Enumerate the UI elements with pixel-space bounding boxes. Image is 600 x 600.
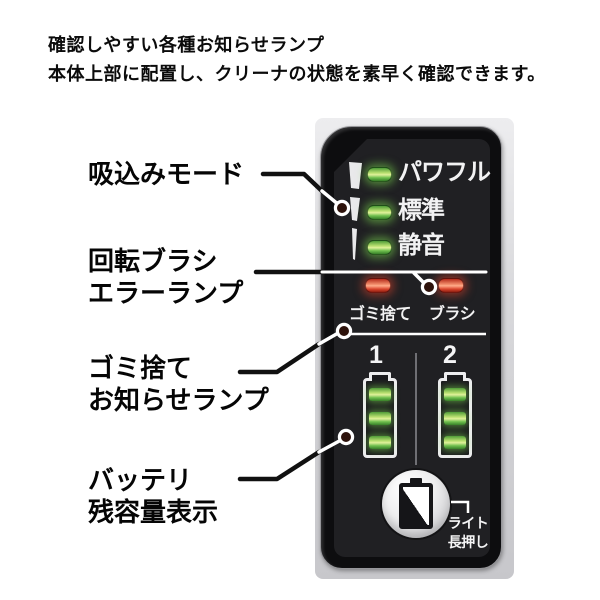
mode-label-quiet: 静音	[398, 232, 445, 259]
battery-1-gauge	[363, 372, 397, 458]
battery-terminal	[369, 372, 391, 381]
mode-led-quiet	[367, 240, 392, 255]
mode-label-standard: 標準	[398, 197, 445, 224]
indicator-panel-face: パワフル 標準 静音 ゴミ捨て ブラシ 1 2	[334, 139, 492, 557]
suction-strength-bars-icon	[349, 162, 362, 260]
mode-led-standard	[367, 205, 392, 220]
battery-icon-terminal	[410, 478, 422, 484]
callout-text: 回転ブラシ	[88, 246, 218, 276]
mode-label-powerful: パワフル	[398, 159, 491, 186]
callout-label-battery-level: バッテリ 残容量表示	[88, 464, 218, 528]
battery-terminal	[444, 372, 466, 381]
battery-bar	[444, 388, 466, 401]
battery-bar	[369, 436, 391, 449]
battery-bar	[369, 388, 391, 401]
title-line-2: 本体上部に配置し、クリーナの状態を素早く確認できます。	[48, 64, 546, 84]
battery-icon	[399, 478, 433, 529]
callout-label-dust-notice: ゴミ捨て お知らせランプ	[88, 352, 269, 416]
callout-text: ゴミ捨て	[88, 353, 193, 383]
battery-2-gauge	[438, 372, 472, 458]
callout-label-brush-error: 回転ブラシ エラーランプ	[88, 245, 243, 309]
callout-text: バッテリ	[88, 465, 193, 495]
brush-error-led	[438, 278, 464, 293]
callout-text: エラーランプ	[88, 278, 244, 308]
light-label-line-2: 長押し	[447, 534, 489, 550]
mode-led-powerful	[367, 167, 392, 182]
battery-2-number: 2	[443, 341, 457, 369]
page-title: 確認しやすい各種お知らせランプ 本体上部に配置し、クリーナの状態を素早く確認でき…	[48, 31, 546, 89]
callout-text: お知らせランプ	[88, 385, 269, 415]
callout-text: 残容量表示	[88, 497, 219, 527]
battery-bar	[444, 412, 466, 425]
light-label-line-1: ライト	[447, 515, 489, 531]
brush-error-led-label: ブラシ	[428, 306, 476, 323]
callout-text: 吸込みモード	[88, 159, 245, 189]
callout-label-suction-mode: 吸込みモード	[88, 158, 244, 190]
battery-bar	[369, 412, 391, 425]
light-button-label: ライト 長押し	[444, 514, 492, 552]
light-button	[382, 470, 450, 538]
title-line-1: 確認しやすい各種お知らせランプ	[48, 35, 325, 55]
battery-section-divider	[415, 353, 417, 465]
dust-notice-led	[365, 278, 391, 293]
battery-1-number: 1	[369, 341, 383, 369]
dust-notice-led-label: ゴミ捨て	[348, 306, 412, 323]
battery-bar	[444, 436, 466, 449]
